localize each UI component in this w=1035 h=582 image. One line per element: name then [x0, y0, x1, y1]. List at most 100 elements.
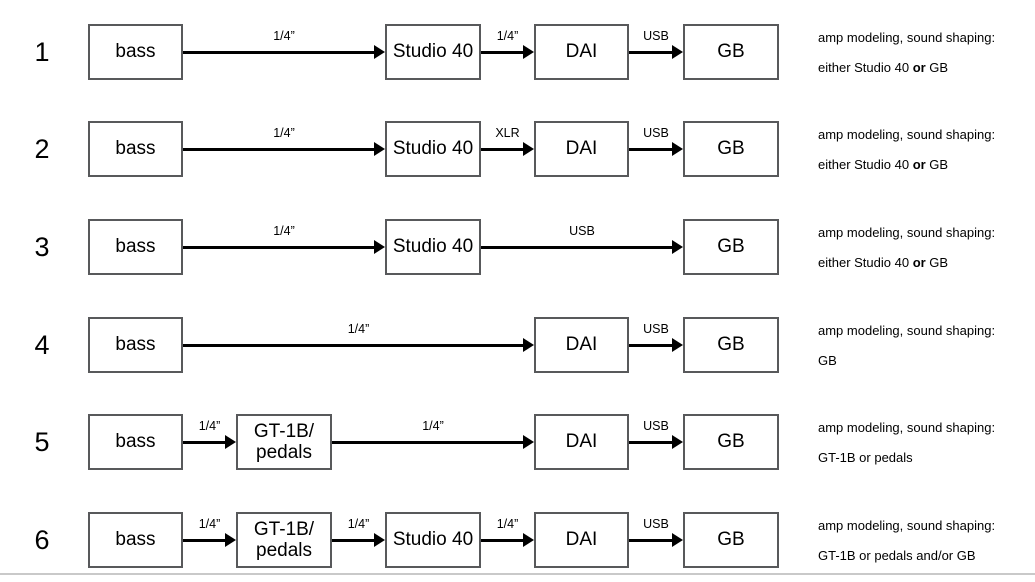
- chain-row-3: 3 bass 1/4” Studio 40 USB GB amp modelin…: [0, 219, 1035, 275]
- arrow-head-icon: [374, 45, 385, 59]
- cable-type-label: 1/4”: [347, 517, 370, 531]
- note-line2-pre: either Studio 40: [818, 157, 913, 172]
- node-dai: DAI: [534, 24, 629, 80]
- note-line2-pre: either Studio 40: [818, 255, 913, 270]
- row-note: amp modeling, sound shaping: either Stud…: [818, 226, 995, 269]
- cable-type-label: 1/4”: [496, 29, 519, 43]
- node-label: bass: [115, 236, 156, 258]
- arrow-dai-gb: USB: [629, 512, 683, 568]
- chain-row-6: 6 bass 1/4” GT-1B/ pedals 1/4” Studio 40…: [0, 512, 1035, 568]
- node-label: bass: [115, 431, 156, 453]
- node-label: GB: [717, 138, 745, 160]
- arrow-head-icon: [672, 240, 683, 254]
- arrow-head-icon: [523, 338, 534, 352]
- bottom-divider: [0, 573, 1035, 575]
- cable-type-label: 1/4”: [273, 126, 295, 140]
- node-studio40: Studio 40: [385, 512, 481, 568]
- node-dai: DAI: [534, 121, 629, 177]
- cable-type-label: 1/4”: [198, 517, 221, 531]
- arrow-head-icon: [523, 142, 534, 156]
- arrow-dai-gb: USB: [629, 121, 683, 177]
- arrow-bass-studio40: 1/4”: [183, 121, 385, 177]
- node-bass: bass: [88, 414, 183, 470]
- arrow-head-icon: [374, 533, 385, 547]
- arrow-line: [183, 343, 525, 347]
- node-label: Studio 40: [392, 138, 474, 160]
- arrow-head-icon: [374, 142, 385, 156]
- note-line2-post: GB: [925, 255, 949, 270]
- cable-type-label: USB: [643, 126, 669, 140]
- chain-row-4: 4 bass 1/4” DAI USB GB amp modeling, sou…: [0, 317, 1035, 373]
- node-label: GB: [717, 334, 745, 356]
- note-line2: GT-1B or pedals and/or GB: [818, 549, 995, 562]
- node-label: GB: [717, 236, 745, 258]
- row-number: 5: [34, 426, 50, 457]
- cable-type-label: USB: [643, 29, 669, 43]
- arrow-line: [481, 538, 525, 542]
- arrow-line: [481, 147, 525, 151]
- note-line2-post: GB: [925, 60, 949, 75]
- node-label: bass: [115, 41, 156, 63]
- row-note: amp modeling, sound shaping: GT-1B or pe…: [818, 421, 995, 464]
- arrow-head-icon: [672, 435, 683, 449]
- arrow-studio40-dai: 1/4”: [481, 24, 534, 80]
- note-line2-pre: GT-1B or pedals and/or GB: [818, 548, 976, 563]
- arrow-line: [629, 147, 674, 151]
- arrow-line: [183, 147, 376, 151]
- arrow-head-icon: [672, 533, 683, 547]
- node-label: bass: [115, 138, 156, 160]
- cable-type-label: USB: [643, 517, 669, 531]
- node-label: GT-1B/ pedals: [253, 518, 315, 561]
- node-gt1b-pedals: GT-1B/ pedals: [236, 414, 332, 470]
- row-number: 2: [34, 133, 50, 164]
- arrow-line: [481, 50, 525, 54]
- cable-type-label: 1/4”: [273, 224, 295, 238]
- note-line2-bold: or: [912, 157, 926, 172]
- node-label: DAI: [565, 431, 598, 453]
- chain-row-1: 1 bass 1/4” Studio 40 1/4” DAI USB GB: [0, 24, 1035, 80]
- node-dai: DAI: [534, 512, 629, 568]
- row-number: 4: [34, 329, 50, 360]
- node-bass: bass: [88, 121, 183, 177]
- arrow-line: [183, 538, 227, 542]
- node-label: GB: [717, 41, 745, 63]
- arrow-bass-gt1b: 1/4”: [183, 414, 236, 470]
- note-line2: GT-1B or pedals: [818, 451, 995, 464]
- node-label: DAI: [565, 334, 598, 356]
- note-line1: amp modeling, sound shaping:: [818, 518, 996, 533]
- note-line2-pre: either Studio 40: [818, 60, 913, 75]
- note-line1: amp modeling, sound shaping:: [818, 323, 996, 338]
- node-label: GB: [717, 431, 745, 453]
- note-line2: either Studio 40 or GB: [818, 61, 995, 74]
- note-line1: amp modeling, sound shaping:: [818, 30, 996, 45]
- arrow-line: [183, 50, 376, 54]
- arrow-line: [183, 245, 376, 249]
- cable-type-label: USB: [643, 322, 669, 336]
- cable-type-label: 1/4”: [422, 419, 444, 433]
- note-line1: amp modeling, sound shaping:: [818, 420, 996, 435]
- cable-type-label: XLR: [495, 126, 520, 140]
- row-number: 3: [34, 231, 50, 262]
- arrow-studio40-gb: USB: [481, 219, 683, 275]
- arrow-head-icon: [672, 142, 683, 156]
- note-line2-post: GB: [925, 157, 949, 172]
- note-line2: either Studio 40 or GB: [818, 256, 995, 269]
- node-bass: bass: [88, 219, 183, 275]
- arrow-head-icon: [672, 45, 683, 59]
- node-label: Studio 40: [392, 529, 474, 551]
- row-note: amp modeling, sound shaping: GB: [818, 324, 995, 367]
- note-line2: GB: [818, 354, 995, 367]
- arrow-bass-studio40: 1/4”: [183, 24, 385, 80]
- cable-type-label: 1/4”: [198, 419, 221, 433]
- arrow-head-icon: [523, 45, 534, 59]
- node-gt1b-pedals: GT-1B/ pedals: [236, 512, 332, 568]
- node-bass: bass: [88, 512, 183, 568]
- arrow-studio40-dai: XLR: [481, 121, 534, 177]
- arrow-head-icon: [225, 435, 236, 449]
- arrow-line: [481, 245, 674, 249]
- node-label: bass: [115, 529, 156, 551]
- arrow-line: [629, 440, 674, 444]
- note-line2-pre: GB: [818, 353, 837, 368]
- row-note: amp modeling, sound shaping: either Stud…: [818, 128, 995, 171]
- arrow-dai-gb: USB: [629, 414, 683, 470]
